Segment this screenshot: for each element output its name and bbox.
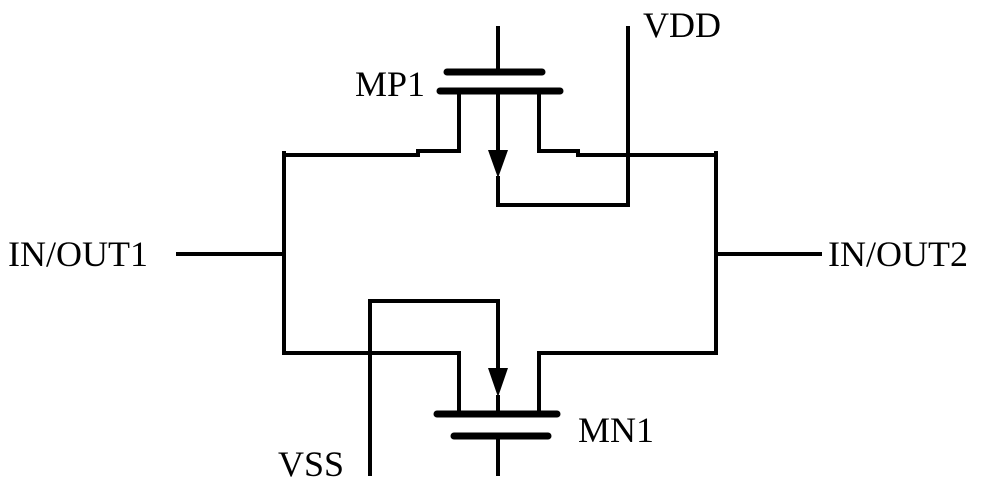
in-out2-label: IN/OUT2 — [828, 234, 968, 274]
mp1-body-to-vdd — [496, 26, 630, 207]
mp1-label: MP1 — [355, 64, 425, 104]
nmos-transistor-mn1 — [282, 299, 718, 476]
mn1-right-terminal — [537, 351, 718, 416]
mp1-right-terminal — [537, 89, 718, 157]
mn1-left-terminal — [282, 351, 461, 416]
mn1-body-from-vss — [368, 299, 500, 476]
vss-label: VSS — [278, 444, 344, 484]
pmos-transistor-mp1 — [282, 26, 718, 207]
in-out1-label: IN/OUT1 — [8, 234, 148, 274]
mn1-body-arrow — [488, 368, 508, 397]
mn1-label: MN1 — [578, 410, 654, 450]
vdd-label: VDD — [643, 5, 721, 45]
mp1-body-arrow — [488, 150, 508, 178]
mp1-left-terminal — [282, 89, 461, 157]
